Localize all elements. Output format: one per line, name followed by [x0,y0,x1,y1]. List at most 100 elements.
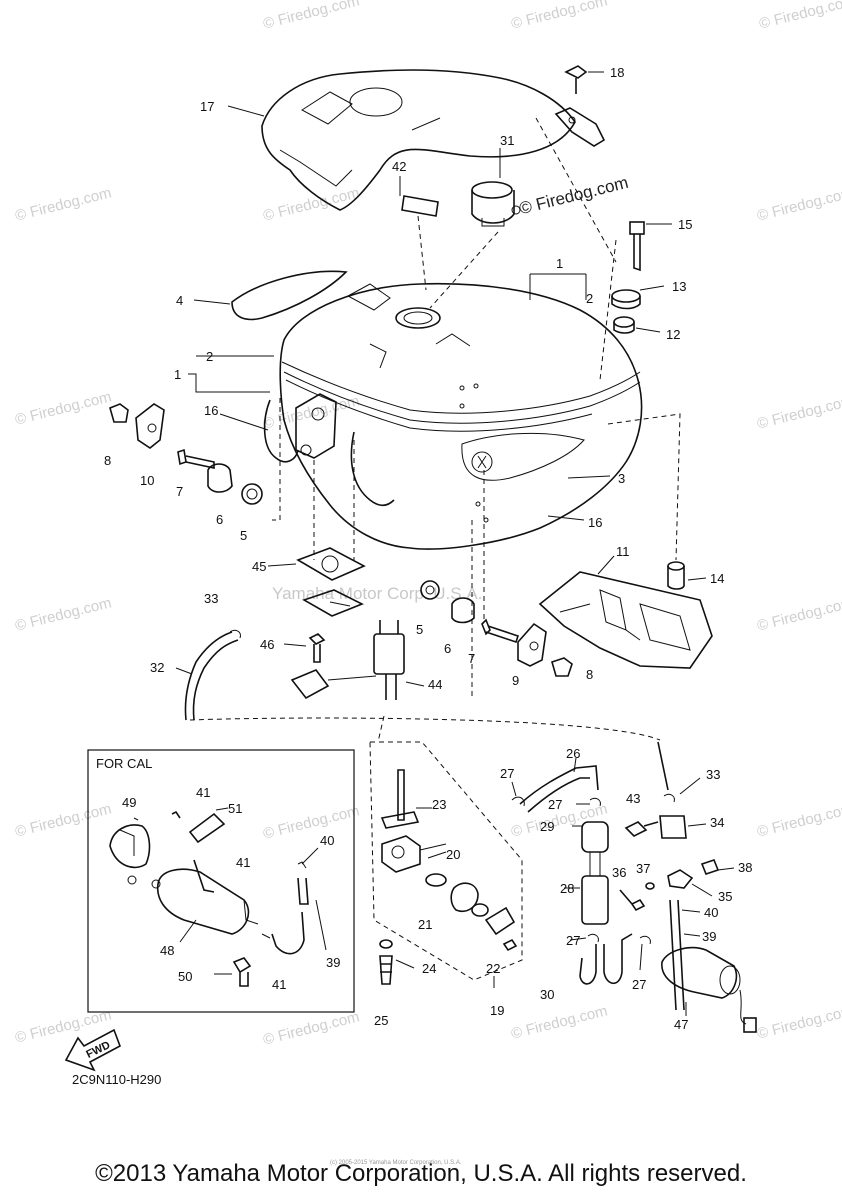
callout-27: 27 [566,933,580,948]
callout-22: 22 [486,961,500,976]
fuel-hose-part [519,765,599,805]
callout-32: 32 [150,660,164,675]
fuel-pump-part [661,946,757,1033]
callout-10: 10 [140,473,154,488]
fuel-pump-bracket-part [296,547,366,617]
callout-27: 27 [632,977,646,992]
cal-box-title: FOR CAL [96,756,153,771]
callout-44: 44 [428,677,442,692]
collar-part [613,322,635,334]
cap-part [700,859,720,875]
callout-47: 47 [674,1017,688,1032]
callout-6: 6 [444,641,451,656]
callout-27: 27 [548,797,562,812]
callout-3: 3 [618,471,625,486]
fuel-hose-part [527,777,590,813]
callout-16: 16 [588,515,602,530]
callout-5: 5 [416,622,423,637]
callout-23: 23 [432,797,446,812]
diagram-code: 2C9N110-H290 [72,1072,162,1087]
callout-45: 45 [252,559,266,574]
callout-41: 41 [272,977,286,992]
callout-34: 34 [710,815,724,830]
callout-7: 7 [468,651,475,666]
collar-part [613,316,635,328]
callout-33: 33 [204,591,218,606]
callout-40: 40 [704,905,718,920]
callout-36: 36 [612,865,626,880]
callout-41: 41 [236,855,250,870]
callout-28: 28 [560,881,574,896]
leader-lines [133,71,735,1016]
clip-part [554,65,606,147]
fuel-filter-part [581,821,609,925]
callout-29: 29 [540,819,554,834]
callout-27: 27 [500,766,514,781]
callout-50: 50 [178,969,192,984]
left-mount-parts [109,403,263,505]
fwd-arrow-icon [64,1028,121,1072]
screw-part [502,938,518,952]
callout-19: 19 [490,1003,504,1018]
callout-43: 43 [626,791,640,806]
callout-2: 2 [206,349,213,364]
fuel-hose-part [184,631,233,721]
callout-11: 11 [616,544,630,559]
callout-40: 40 [320,833,334,848]
copyright-footer: ©2013 Yamaha Motor Corporation, U.S.A. A… [95,1160,747,1187]
callout-15: 15 [678,217,692,232]
hose-clamp-part [229,629,241,639]
hose-clamp-part [511,796,525,807]
callout-1: 1 [556,256,563,271]
callout-8: 8 [104,453,111,468]
cover-plate-part [484,906,516,936]
hose-part [669,899,677,1011]
callout-26: 26 [566,746,580,761]
callout-4: 4 [176,293,183,308]
hose-clamp-part [639,935,651,945]
fuel-cock-part [380,769,447,873]
fuel-hose-part [579,944,597,985]
emblem-pad-part [231,270,348,321]
callout-7: 7 [176,484,183,499]
callout-9: 9 [512,673,519,688]
callout-39: 39 [326,955,340,970]
hose-clamp-part [589,797,601,807]
callout-21: 21 [418,917,432,932]
callout-2: 2 [586,291,593,306]
fuel-joint-part [659,815,687,839]
fuel-hose-part [603,933,633,985]
strainer-part [450,882,479,912]
callout-37: 37 [636,861,650,876]
washer-part [379,939,393,949]
hose-part [677,899,685,1011]
callout-20: 20 [446,847,460,862]
fuel-cap-part [471,181,521,227]
fuel-tank-part [279,282,643,550]
screw-part [379,955,393,985]
callout-35: 35 [718,889,732,904]
bolt-part [624,821,659,837]
side-cover-part [538,571,713,669]
tank-rear-cover-part [261,69,576,211]
callout-38: 38 [738,860,752,875]
callout-5: 5 [240,528,247,543]
charcoal-canister-parts [109,810,309,987]
callout-51: 51 [228,801,242,816]
gasket-part [471,903,489,917]
washer-part [645,882,655,890]
callout-39: 39 [702,929,716,944]
spacer-part [667,566,685,590]
fuel-hose-part [657,741,669,791]
tank-bracket-part [295,393,337,459]
spacer-part [667,561,685,571]
fuel-pump-part [290,620,405,700]
callout-17: 17 [200,99,214,114]
callout-25: 25 [374,1013,388,1028]
sticker-part [401,195,439,217]
callout-8: 8 [586,667,593,682]
callout-18: 18 [610,65,624,80]
callout-13: 13 [672,279,686,294]
fuel-hose-part [192,639,239,721]
